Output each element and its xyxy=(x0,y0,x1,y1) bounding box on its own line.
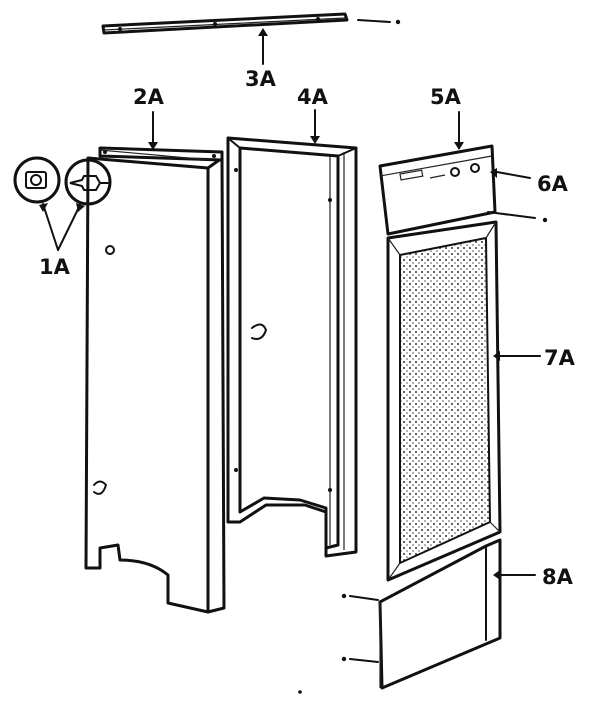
part-frame xyxy=(226,109,358,558)
part-kick-plate xyxy=(298,538,536,694)
label-1a: 1A xyxy=(39,255,71,279)
label-3a: 3A xyxy=(245,67,277,91)
part-control-panel xyxy=(378,111,548,236)
part-side-panel xyxy=(84,111,226,614)
label-8a: 8A xyxy=(542,565,574,589)
label-4a: 4A xyxy=(297,85,329,109)
label-6a: 6A xyxy=(537,172,569,196)
label-7a: 7A xyxy=(544,346,576,370)
part-top-strip xyxy=(101,12,401,65)
label-5a: 5A xyxy=(430,85,462,109)
part-grille-door xyxy=(386,220,541,582)
part-fastener-details xyxy=(13,156,112,251)
label-2a: 2A xyxy=(133,85,165,109)
